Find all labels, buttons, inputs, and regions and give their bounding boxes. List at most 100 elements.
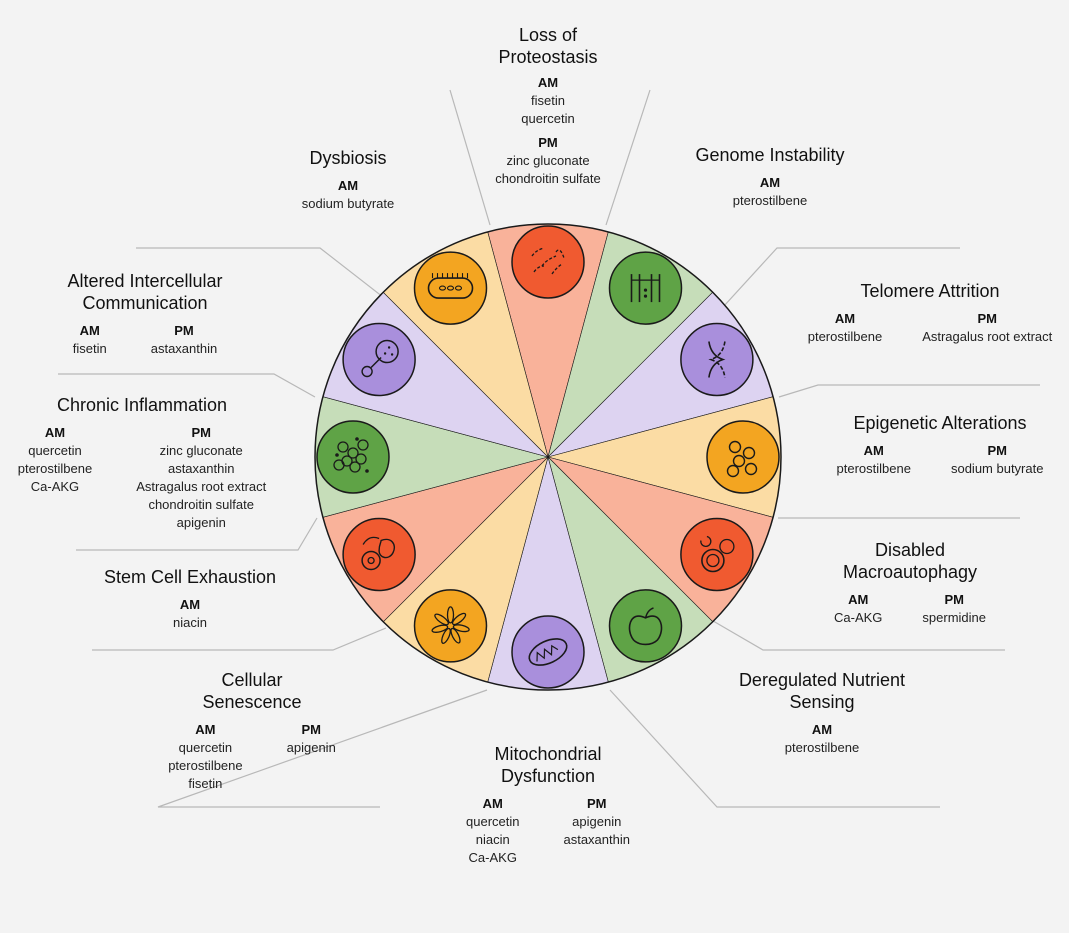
supplement-item: astaxanthin bbox=[167, 461, 235, 476]
supplement-item: niacin bbox=[173, 615, 207, 630]
am-heading: AM bbox=[834, 311, 856, 326]
autophagosome-icon bbox=[680, 517, 754, 592]
supplement-item: astaxanthin bbox=[150, 341, 218, 356]
senescent-cell-icon bbox=[413, 589, 488, 663]
supplement-item: sodium butyrate bbox=[950, 461, 1044, 476]
supplement-item: quercetin bbox=[178, 740, 233, 755]
supplement-item: pterostilbene bbox=[17, 461, 93, 476]
pm-heading: PM bbox=[301, 722, 321, 737]
supplement-item: sodium butyrate bbox=[301, 196, 395, 211]
pm-column: PM Astragalus root extract bbox=[922, 310, 1052, 346]
am-heading: AM bbox=[811, 722, 833, 737]
supplement-item: fisetin bbox=[72, 341, 107, 356]
hallmark-title: Mitochondrial bbox=[494, 744, 602, 764]
hallmark-title: Dysfunction bbox=[500, 766, 596, 786]
bacterium-icon bbox=[413, 251, 488, 325]
hallmark-title: Macroautophagy bbox=[842, 562, 978, 582]
am-column: AM pterostilbene bbox=[837, 442, 911, 478]
leader-line-senescence bbox=[157, 689, 488, 808]
hallmark-title: Sensing bbox=[789, 692, 855, 712]
pm-heading: PM bbox=[944, 592, 964, 607]
supplement-item: pterostilbene bbox=[807, 329, 883, 344]
leader-line-telomere bbox=[712, 247, 960, 319]
dna-ladder-icon bbox=[608, 251, 683, 325]
am-heading: AM bbox=[482, 796, 503, 811]
supplement-item: quercetin bbox=[28, 443, 82, 458]
am-column: AM pterostilbene bbox=[785, 721, 859, 757]
stem-cell-icon bbox=[342, 517, 416, 592]
leader-line-inflammation bbox=[76, 517, 318, 551]
mitochondrion-icon bbox=[511, 615, 585, 689]
hallmark-title: Stem Cell Exhaustion bbox=[103, 567, 277, 587]
pm-column: PM astaxanthin bbox=[151, 322, 218, 358]
leader-line-nutrient bbox=[707, 617, 1005, 651]
hallmark-title: Proteostasis bbox=[498, 47, 598, 67]
supplement-item: fisetin bbox=[188, 776, 223, 791]
am-heading: AM bbox=[863, 443, 884, 458]
dosing-columns: AM niacin bbox=[0, 596, 390, 632]
hallmark-title: Telomere Attrition bbox=[860, 281, 1000, 301]
pm-heading: PM bbox=[586, 796, 607, 811]
cell-signal-icon bbox=[342, 322, 416, 397]
hallmark-title: Genome Instability bbox=[695, 145, 845, 165]
supplement-item: apigenin bbox=[572, 814, 622, 829]
hallmark-title: Disabled bbox=[874, 540, 946, 560]
inflamed-cells-icon bbox=[316, 420, 390, 494]
hallmark-title: Epigenetic Alterations bbox=[853, 413, 1027, 433]
leader-line-proteostasis bbox=[449, 89, 491, 226]
am-heading: AM bbox=[179, 597, 201, 612]
apple-icon bbox=[608, 589, 683, 663]
am-column: AM pterostilbene bbox=[808, 310, 882, 346]
leader-line-stemcell bbox=[92, 627, 387, 651]
supplement-item: Astragalus root extract bbox=[922, 329, 1053, 344]
chromosome-icon bbox=[680, 322, 754, 397]
supplement-item: chondroitin sulfate bbox=[495, 171, 601, 186]
hallmark-title: Deregulated Nutrient bbox=[738, 670, 906, 690]
hallmark-title: Chronic Inflammation bbox=[56, 395, 228, 415]
nucleosome-icon bbox=[706, 420, 780, 494]
supplement-item: apigenin bbox=[286, 740, 336, 755]
supplement-item: pterostilbene bbox=[784, 740, 860, 755]
supplement-item: pterostilbene bbox=[836, 461, 911, 476]
supplement-item: quercetin bbox=[521, 111, 575, 126]
am-heading: AM bbox=[44, 425, 66, 440]
am-heading: AM bbox=[195, 722, 216, 737]
leader-line-epigenetic bbox=[778, 384, 1040, 398]
supplement-item: zinc gluconate bbox=[159, 443, 243, 458]
pm-column: PM apigenin bbox=[287, 721, 336, 793]
pm-heading: PM bbox=[977, 311, 997, 326]
pm-heading: PM bbox=[174, 323, 194, 338]
hallmark-title: Loss of bbox=[518, 25, 578, 45]
pm-column: PM spermidine bbox=[922, 591, 986, 627]
supplement-item: spermidine bbox=[922, 610, 986, 625]
am-heading: AM bbox=[848, 592, 869, 607]
pm-heading: PM bbox=[538, 135, 558, 150]
pm-heading: PM bbox=[191, 425, 211, 440]
wheel-outline bbox=[314, 223, 782, 691]
protein-strands-icon bbox=[511, 225, 585, 299]
am-column: AM niacin bbox=[173, 596, 207, 632]
